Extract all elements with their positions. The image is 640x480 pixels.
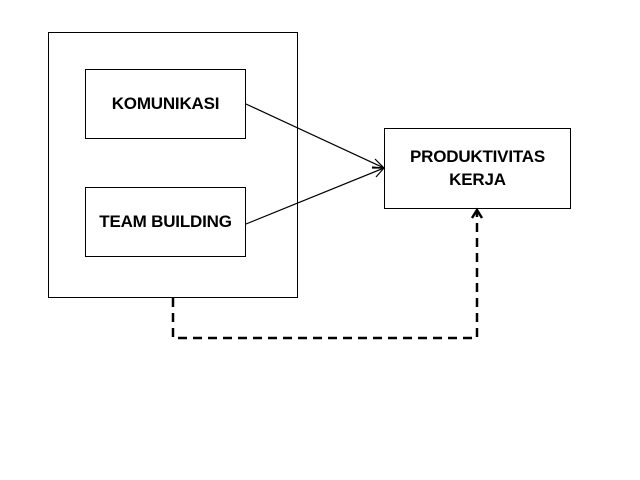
arrowhead-dashed: [470, 207, 484, 219]
komunikasi-label: KOMUNIKASI: [111, 93, 220, 113]
produktivitas-label-line-1: PRODUKTIVITAS: [410, 147, 545, 167]
produktivitas-kerja-label: PRODUKTIVITAS KERJA: [410, 146, 545, 190]
team-building-label: TEAM BUILDING: [99, 211, 232, 231]
arrowhead-team-building: [371, 166, 386, 178]
produktivitas-label-line-2: KERJA: [449, 169, 506, 189]
team-building-node: TEAM BUILDING: [85, 187, 246, 257]
produktivitas-kerja-node: PRODUKTIVITAS KERJA: [384, 128, 571, 209]
komunikasi-node: KOMUNIKASI: [85, 69, 246, 139]
arrowhead-komunikasi: [372, 158, 386, 169]
